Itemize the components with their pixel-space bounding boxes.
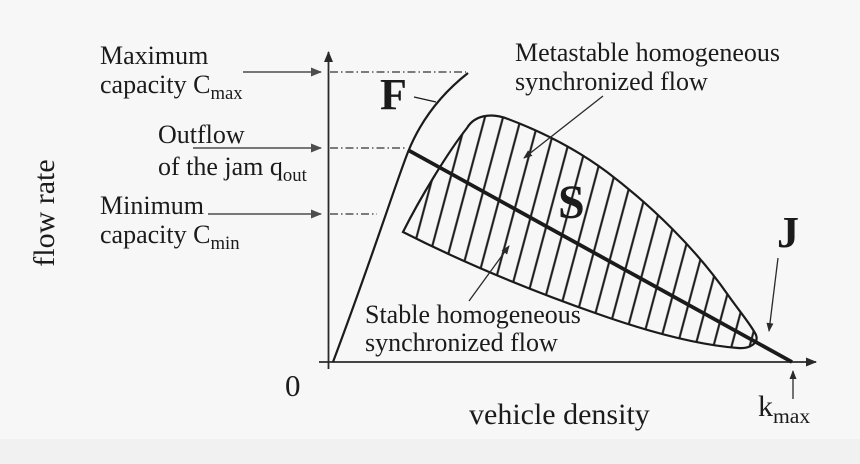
kmax-label: kmax (758, 390, 810, 427)
kmax-base: k (758, 390, 773, 423)
free-flow-curve (331, 72, 469, 363)
max-capacity-subscript: max (210, 83, 243, 105)
outflow-label-line2: of the jam qout (158, 152, 307, 185)
outflow-label-line1: Outflow (158, 120, 245, 149)
bottom-band (0, 439, 860, 464)
outflow-subscript: out (282, 165, 307, 187)
min-capacity-label-line1: Minimum (100, 191, 205, 220)
origin-label: 0 (285, 368, 301, 403)
free-flow-phase-label: F (380, 70, 407, 119)
x-axis-label: vehicle density (469, 398, 650, 431)
metastable-annotation-line2: synchronized flow (515, 67, 708, 96)
stable-annotation-line2: synchronized flow (365, 328, 558, 357)
free-flow-label-connector (413, 96, 437, 103)
jam-phase-label: J (777, 208, 799, 257)
synchronized-phase-label: S (558, 176, 585, 229)
max-capacity-label-line2: capacity Cmax (100, 70, 243, 103)
y-axis-label: flow rate (28, 159, 61, 267)
kmax-subscript: max (773, 404, 811, 428)
min-capacity-text: capacity C (100, 220, 211, 249)
jam-line (407, 148, 793, 364)
stable-annotation-line1: Stable homogeneous (365, 300, 581, 329)
arrow-stable (468, 245, 510, 302)
outflow-text: of the jam q (158, 152, 283, 181)
arrow-metastable (523, 95, 604, 159)
max-capacity-text: capacity C (100, 70, 211, 99)
sync-region-hatched (401, 114, 758, 350)
min-capacity-label-line2: capacity Cmin (100, 220, 240, 253)
max-capacity-label-line1: Maximum (100, 41, 209, 70)
metastable-annotation-line1: Metastable homogeneous (515, 38, 780, 67)
min-capacity-subscript: min (210, 233, 240, 255)
arrow-jam-pointer (766, 257, 779, 332)
